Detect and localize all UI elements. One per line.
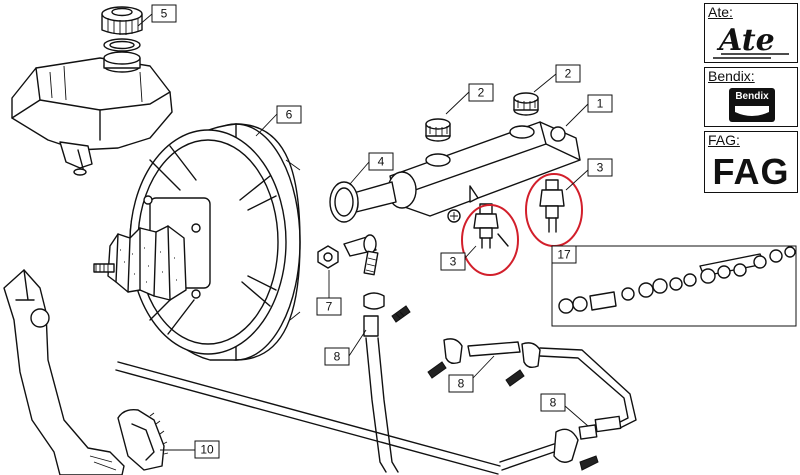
brake-fluid-reservoir	[11, 51, 173, 176]
vacuum-check-valve	[343, 234, 379, 276]
callout-9: 8	[448, 355, 495, 393]
callout-6: 6	[255, 105, 302, 137]
brake-light-switch-left	[473, 203, 509, 249]
callout-6-label: 6	[286, 108, 293, 122]
highlight-ring-left-switch	[461, 204, 519, 276]
repair-kit-panel	[551, 245, 797, 327]
callout-1: 1	[565, 94, 613, 127]
callout-2-left-label: 2	[478, 86, 485, 100]
bendix-logo-text: Bendix	[735, 91, 769, 102]
callout-9-label: 8	[458, 377, 465, 391]
callout-2-right: 2	[533, 64, 581, 93]
brand-label-bendix: Bendix:	[708, 68, 755, 84]
brake-light-switch-right	[539, 179, 565, 233]
brand-panel-ate: Ate: Ate	[704, 3, 798, 63]
callout-4: 4	[349, 152, 394, 185]
pedal-pad	[117, 408, 169, 471]
long-pushrod	[115, 361, 501, 475]
callout-1-label: 1	[597, 97, 604, 111]
callout-3-left-label: 3	[450, 255, 457, 269]
booster-boot	[93, 225, 187, 301]
lower-pipe-assembly	[499, 347, 637, 471]
callout-3-right-label: 3	[597, 161, 604, 175]
pedal-linkage-rod	[427, 338, 541, 387]
bendix-logo: Bendix	[729, 88, 775, 122]
bendix-wave-icon	[735, 106, 769, 116]
callout-7-label: 7	[326, 300, 333, 314]
callout-4-label: 4	[378, 155, 385, 169]
callout-3-right: 3	[565, 158, 613, 191]
reservoir-grommet-right	[513, 92, 539, 116]
vacuum-hose	[363, 292, 399, 473]
ate-logo: Ate	[719, 23, 775, 58]
callout-8-lower-label: 8	[550, 396, 557, 410]
fag-logo: FAG	[712, 151, 790, 192]
callout-7: 7	[316, 270, 342, 316]
callout-5: 5	[137, 4, 177, 27]
master-cylinder	[345, 121, 581, 223]
callout-2-right-label: 2	[565, 67, 572, 81]
fitting-nut	[317, 245, 339, 269]
brand-label-ate: Ate:	[708, 4, 733, 20]
callout-8-upper: 8	[324, 329, 367, 366]
callout-8-upper-label: 8	[334, 350, 341, 364]
callout-3-left: 3	[440, 245, 477, 271]
brand-label-fag: FAG:	[708, 132, 740, 148]
callout-10-label: 10	[200, 443, 214, 457]
master-cylinder-seal-ring	[329, 181, 359, 223]
reservoir-cap	[101, 6, 143, 35]
callout-17-label: 17	[557, 248, 571, 262]
hose-screw	[391, 305, 411, 323]
callout-2-left: 2	[445, 83, 494, 115]
callout-5-label: 5	[161, 7, 168, 21]
reservoir-seal	[103, 38, 141, 52]
callout-8-lower: 8	[540, 393, 589, 427]
brand-panel-bendix: Bendix: Bendix	[704, 67, 798, 127]
callout-17: 17	[551, 245, 577, 264]
brake-pedal	[3, 269, 125, 475]
callout-10: 10	[160, 440, 220, 459]
ate-logo-swoosh-icon	[713, 53, 789, 59]
reservoir-grommet-left	[425, 118, 451, 142]
brand-panel-fag: FAG: FAG	[704, 131, 798, 193]
